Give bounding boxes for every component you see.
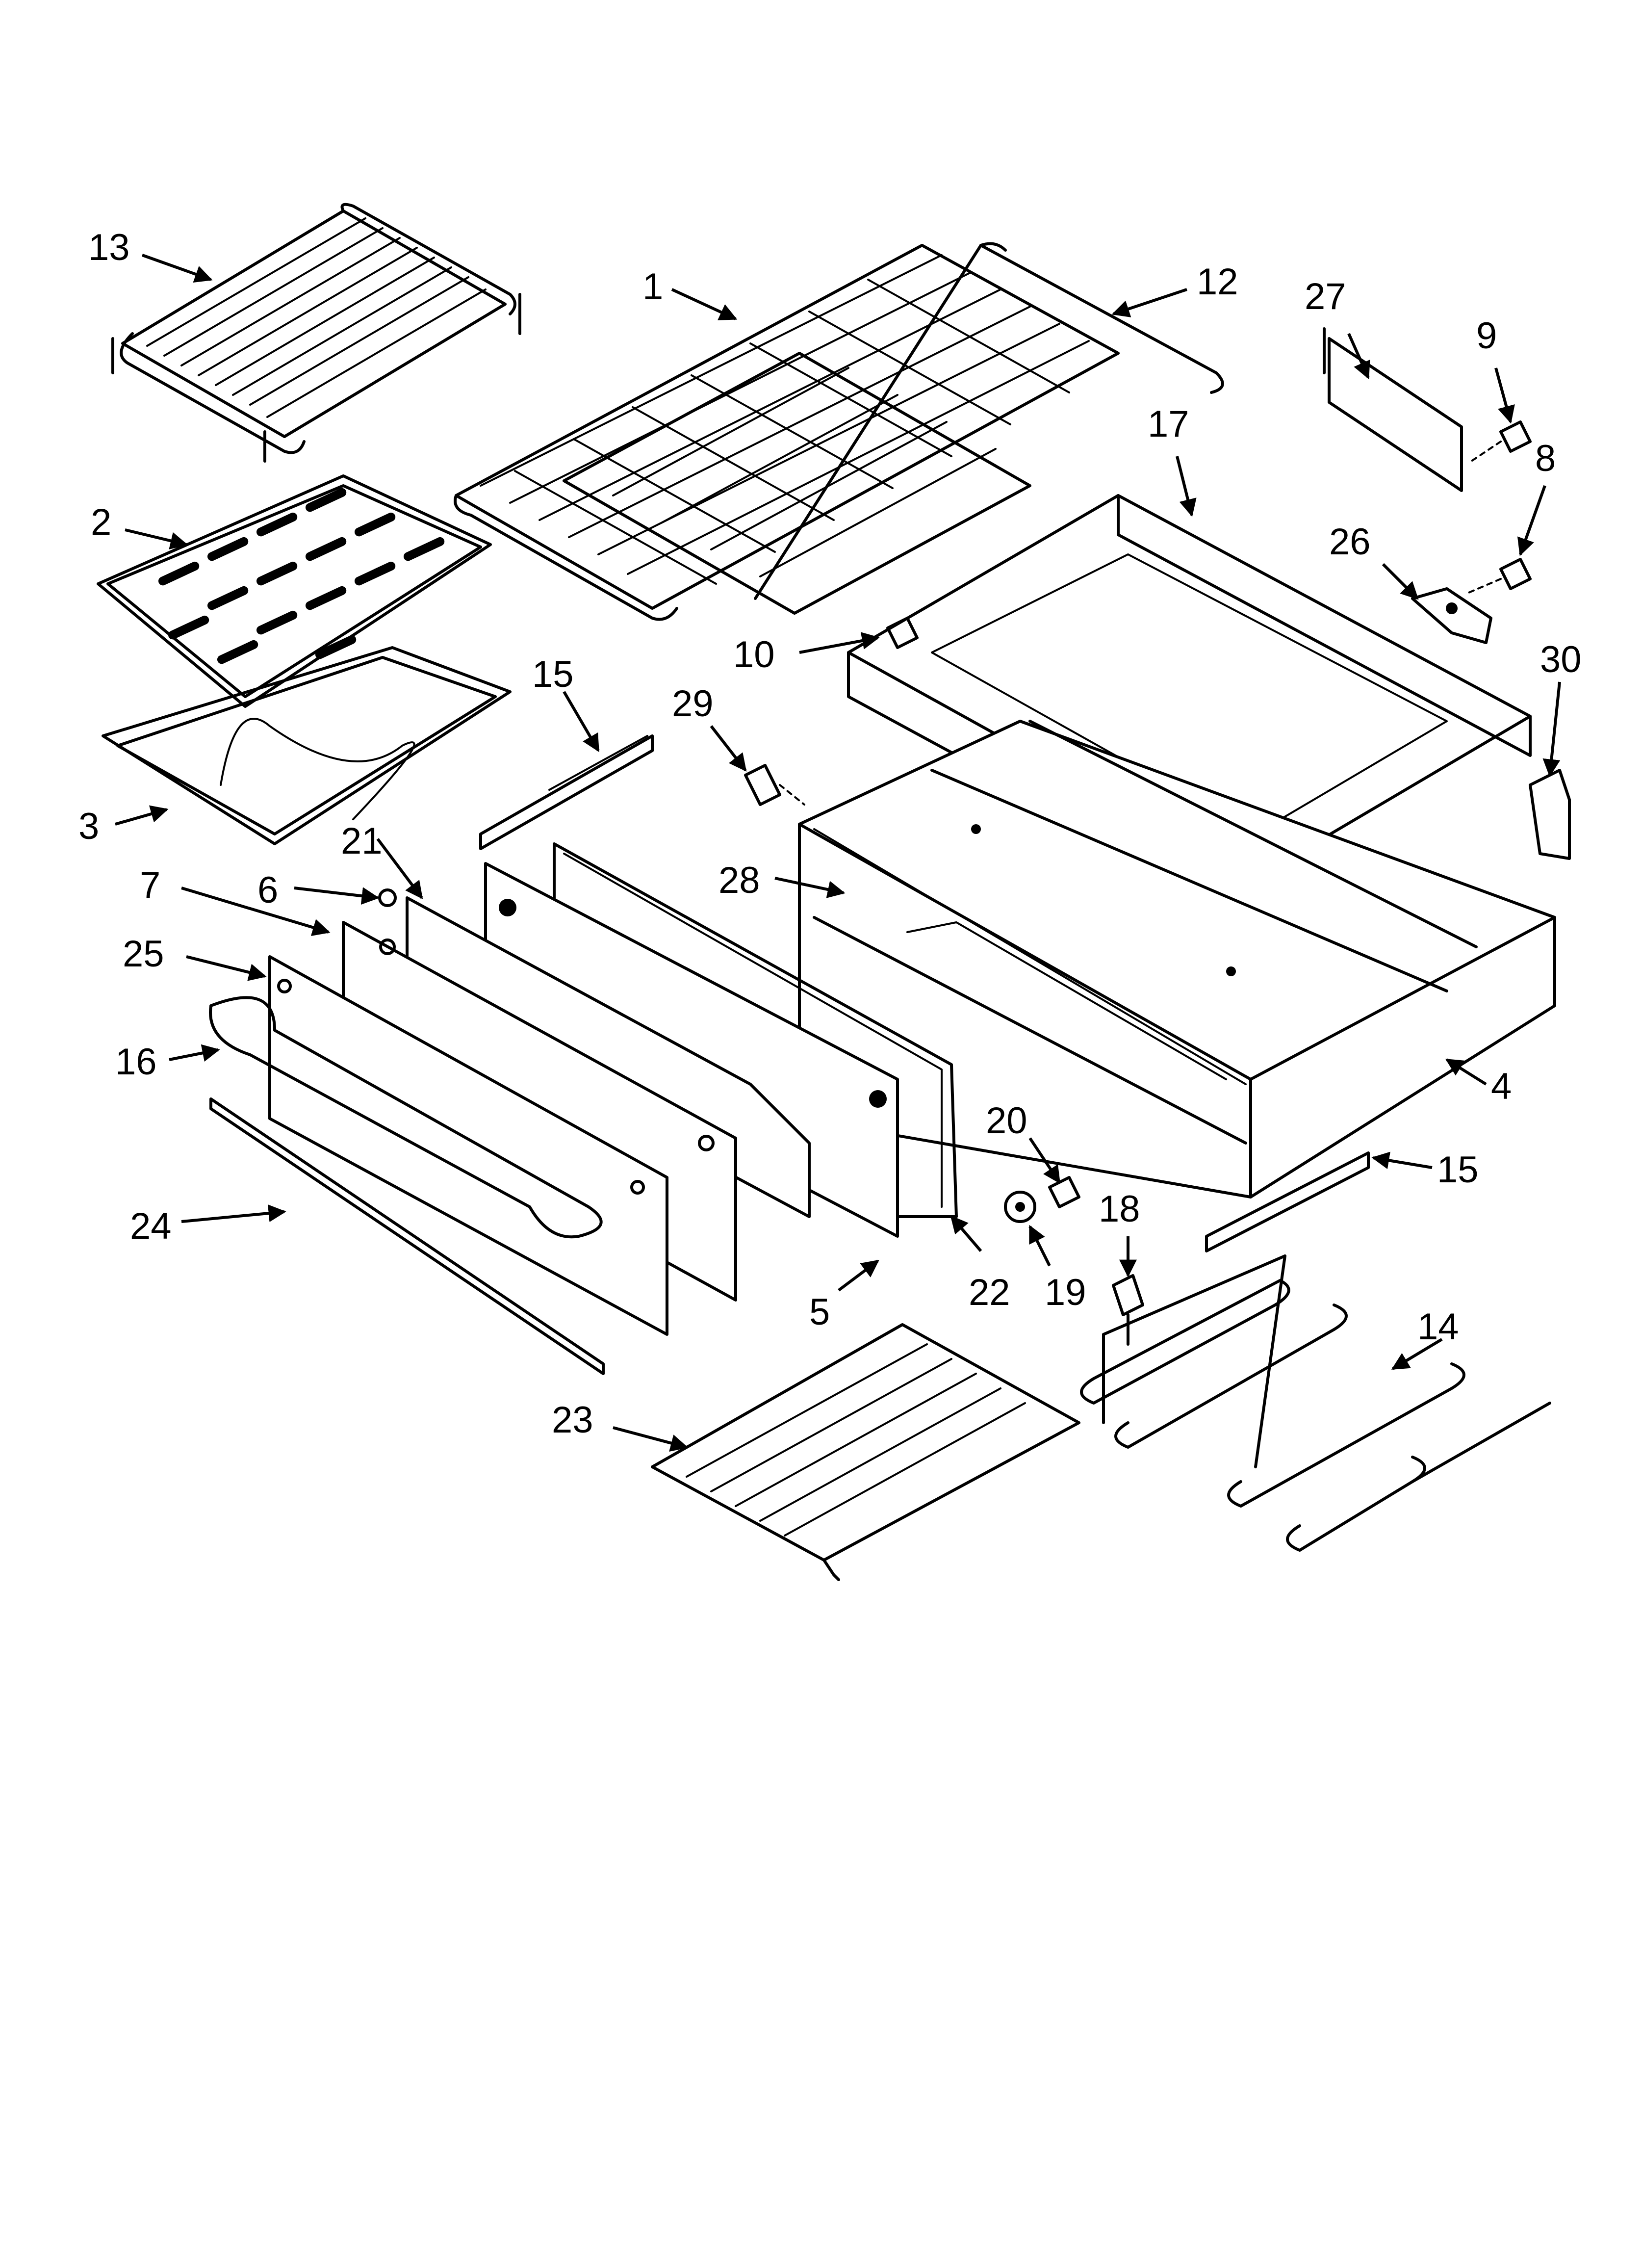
callout-18: 18 — [1099, 1188, 1140, 1230]
part-28-drawer-rail — [813, 916, 1247, 1145]
callout-3: 3 — [78, 806, 99, 847]
callout-14: 14 — [1417, 1306, 1459, 1348]
part-15-trim-strip-lower — [1205, 1151, 1370, 1252]
callout-2: 2 — [91, 501, 111, 543]
part-30-clip — [1529, 769, 1571, 860]
callout-13: 13 — [88, 227, 130, 268]
callout-15-upper: 15 — [532, 653, 574, 695]
callout-16: 16 — [115, 1041, 157, 1083]
callout-25: 25 — [123, 933, 164, 975]
callout-26: 26 — [1329, 521, 1371, 563]
callout-15-lower: 15 — [1437, 1149, 1479, 1191]
callout-1: 1 — [642, 266, 663, 308]
callout-4: 4 — [1491, 1066, 1512, 1107]
callout-23: 23 — [552, 1399, 593, 1441]
callout-29: 29 — [672, 683, 714, 725]
part-24-bottom-trim — [209, 1097, 605, 1375]
part-10-screw — [886, 617, 919, 649]
part-16-door-handle — [209, 996, 603, 1239]
callout-12: 12 — [1197, 261, 1238, 303]
callout-20: 20 — [986, 1100, 1027, 1142]
callout-30: 30 — [1540, 639, 1582, 680]
callout-19: 19 — [1045, 1272, 1086, 1313]
part-12-rack-guide — [754, 242, 1224, 600]
part-3-broiler-pan — [102, 646, 512, 845]
part-6-screw — [378, 888, 397, 907]
part-1-oven-rack — [454, 244, 1120, 621]
part-19-roller — [1004, 1191, 1036, 1223]
part-4-drawer-body — [798, 720, 1556, 1199]
callout-leaders — [115, 254, 1561, 1452]
callout-17: 17 — [1148, 403, 1189, 445]
callout-8: 8 — [1535, 438, 1556, 479]
callout-6: 6 — [257, 869, 278, 911]
callout-10: 10 — [733, 634, 775, 676]
part-23-drawer-rack — [651, 1323, 1080, 1581]
callout-27: 27 — [1305, 276, 1346, 317]
part-20-screw — [1048, 1176, 1080, 1208]
part-29-screw — [744, 764, 805, 806]
callout-7: 7 — [140, 864, 160, 906]
part-15-trim-strip-upper — [479, 734, 654, 850]
callout-28: 28 — [718, 860, 760, 901]
callout-22: 22 — [969, 1272, 1010, 1313]
part-13-wire-rack — [111, 203, 521, 463]
callout-labels: 13 1 12 27 9 17 8 2 26 10 30 15 29 3 21 … — [78, 227, 1582, 1441]
callout-21: 21 — [341, 820, 383, 862]
callout-5: 5 — [809, 1291, 830, 1333]
part-8-screw — [1465, 558, 1532, 595]
part-27-bracket-plate — [1323, 327, 1463, 492]
part-26-hinge — [1411, 587, 1492, 644]
callout-9: 9 — [1476, 315, 1497, 357]
part-14-bake-element — [1080, 1254, 1551, 1552]
part-2-broiler-grid — [97, 474, 492, 708]
part-18-bolt — [1112, 1274, 1144, 1346]
part-9-screw — [1470, 420, 1532, 462]
callout-24: 24 — [130, 1205, 172, 1247]
